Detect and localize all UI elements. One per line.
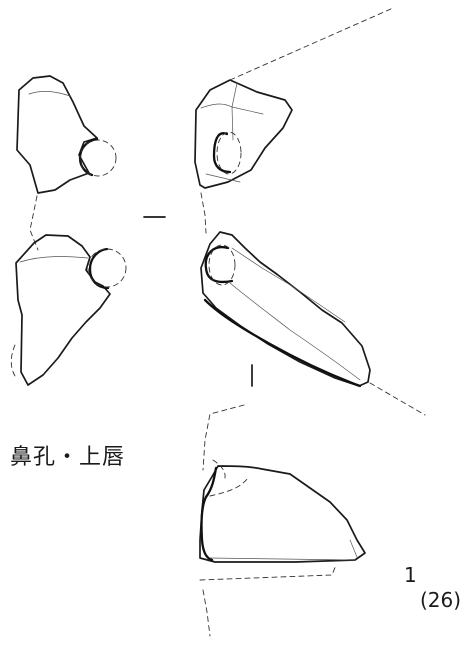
figure-count: (26)	[420, 588, 462, 612]
caption-label: 鼻孔・上唇	[10, 445, 126, 470]
front-view	[200, 231, 371, 388]
connector-middle	[200, 192, 207, 234]
connector-left-upper	[29, 195, 39, 251]
figure-number: 1	[404, 563, 417, 587]
bottom-view	[199, 404, 366, 637]
left-upper-view	[16, 75, 117, 194]
guide-line-lower	[369, 382, 426, 416]
left-lower-view	[10, 234, 127, 386]
top-view	[194, 79, 293, 189]
guide-line-upper	[229, 7, 394, 81]
